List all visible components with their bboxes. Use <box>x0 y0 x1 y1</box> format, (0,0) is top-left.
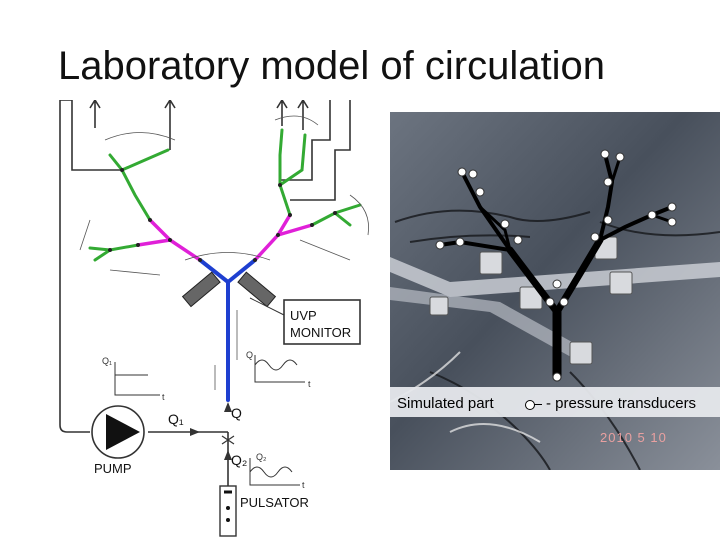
caption-pressure-transducers: - pressure transducers <box>546 395 697 412</box>
vessel-tree <box>88 128 362 402</box>
pulsator-icon <box>219 485 237 537</box>
dimension-annotations <box>79 115 369 390</box>
svg-text:Q₁: Q₁ <box>102 356 112 366</box>
valve-icon <box>221 435 235 445</box>
legend-dash <box>534 404 542 406</box>
svg-text:t: t <box>302 480 305 490</box>
simulated-part-photo <box>390 112 720 470</box>
pump-label: PUMP <box>94 461 132 476</box>
flow-q-label: Q <box>231 405 242 421</box>
svg-text:Q₂: Q₂ <box>256 452 267 462</box>
svg-text:t: t <box>162 392 165 402</box>
flow-graph-q: Q t <box>246 350 311 389</box>
caption-simulated-part: Simulated part <box>397 395 494 412</box>
svg-text:t: t <box>308 379 311 389</box>
flow-q1-label: Q₁ <box>168 411 184 427</box>
photo-timestamp: 2010 5 10 <box>600 430 667 445</box>
pulsator: PULSATOR <box>219 485 309 537</box>
flow-q2-label: Q₂ <box>231 452 247 468</box>
uvp-probes <box>181 271 277 308</box>
junction-markers <box>108 168 337 262</box>
flow-arrows <box>190 402 232 460</box>
flow-graph-q1: Q₁ t <box>102 356 165 402</box>
flow-graph-q2: Q₂ t <box>249 452 305 490</box>
uvp-monitor-label-2: MONITOR <box>290 325 351 340</box>
circulation-schematic: UVP MONITOR Q₁ t Q t Q₂ t Q Q₁ Q₂ PUMP <box>59 100 369 537</box>
svg-text:Q: Q <box>246 350 253 360</box>
uvp-monitor: UVP MONITOR <box>249 297 361 345</box>
uvp-monitor-label-1: UVP <box>290 308 317 323</box>
bifurcation-right <box>226 258 257 284</box>
pulsator-label: PULSATOR <box>240 495 309 510</box>
pump: PUMP <box>91 405 145 476</box>
bifurcation-left <box>198 258 230 284</box>
slide-title: Laboratory model of circulation <box>58 44 605 88</box>
circuit-frame <box>59 100 351 490</box>
pressure-transducer-markers <box>435 149 677 382</box>
